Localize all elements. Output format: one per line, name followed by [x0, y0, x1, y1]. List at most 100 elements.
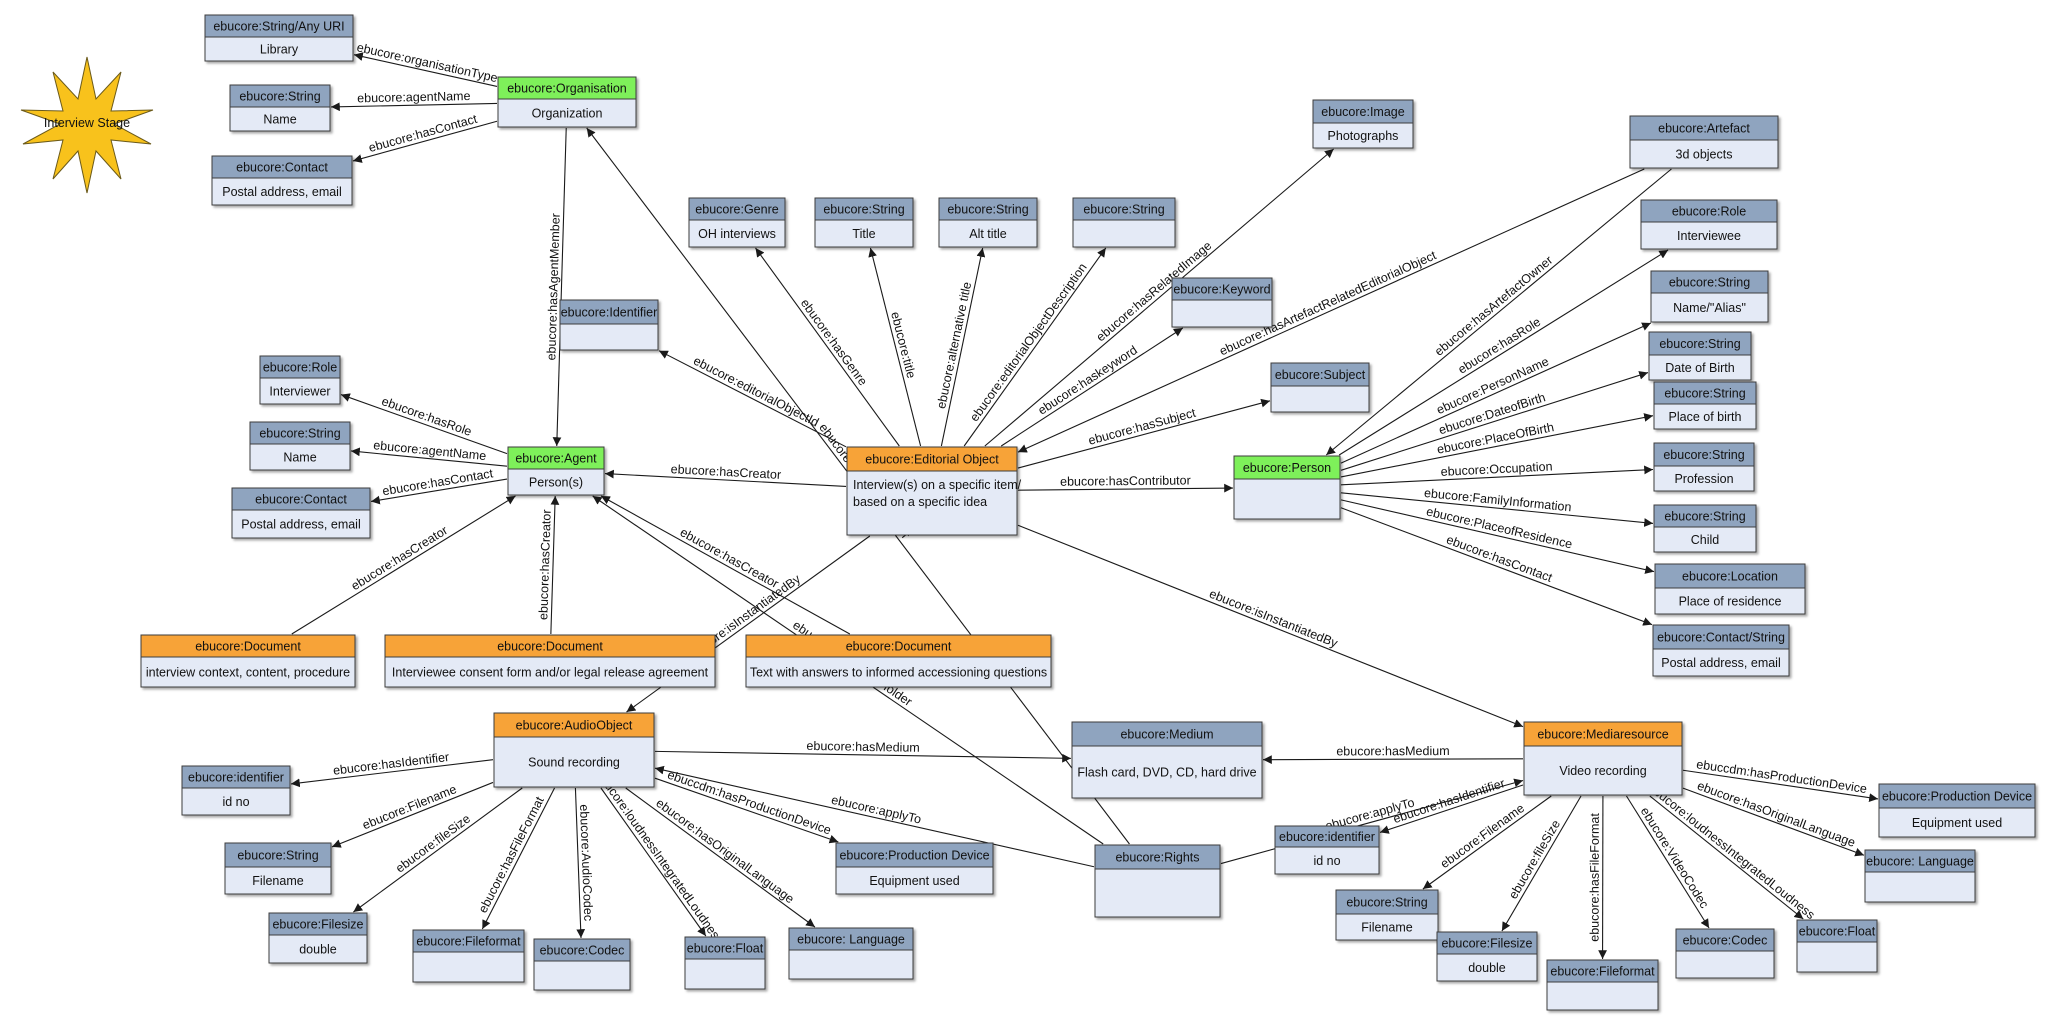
edge-rights-audio [654, 765, 1095, 868]
node-header-box [249, 421, 351, 445]
node-header-box [229, 84, 331, 108]
node-artefact [1629, 115, 1779, 169]
node-agent [507, 446, 605, 496]
node-rights [1094, 844, 1221, 918]
node-mcodec [1675, 928, 1775, 979]
node-header-box [140, 634, 356, 658]
node-header-box [1436, 931, 1538, 955]
node-title: ebucore:String [823, 203, 904, 217]
node-header-box [1335, 889, 1439, 915]
node-title: ebucore:String [259, 427, 340, 441]
node-title: ebucore:Fileformat [416, 935, 521, 949]
node-mlang [1864, 849, 1976, 903]
edge-person-prole [1338, 249, 1669, 456]
node-header-box [1653, 504, 1757, 528]
edge-label: ebucore:title [888, 310, 918, 379]
node-prole [1640, 199, 1778, 250]
node-body-text: Alt title [969, 227, 1007, 241]
node-title: ebucore:String [239, 90, 320, 104]
star-label: Interview Stage [44, 116, 130, 130]
edge-person-pname [1340, 322, 1652, 464]
node-title: ebucore:String [237, 849, 318, 863]
node-title [814, 197, 914, 248]
node-header-box [1652, 624, 1790, 650]
node-title: ebucore:Role [263, 361, 337, 375]
edge-artefact-eo [1017, 168, 1645, 453]
node-title: ebucore:Editorial Object [865, 453, 999, 467]
edge-person-pdob [1340, 371, 1649, 471]
edge-eo-media [1017, 524, 1524, 728]
node-header-box [1270, 362, 1370, 387]
node-title: ebucore:Document [195, 640, 301, 654]
node-body-text: 3d objects [1676, 148, 1733, 162]
node-title: ebucore:Contact/String [1657, 631, 1785, 645]
edge-label: ebucore:fileSize [1506, 818, 1563, 902]
node-header-box [1640, 199, 1778, 223]
node-title: ebucore:Identifier [561, 306, 658, 320]
node-body-text: Flash card, DVD, CD, hard drive [1077, 766, 1256, 780]
edge-media-medium [1262, 755, 1524, 765]
edge-label: ebucore:hasMedium [806, 739, 919, 755]
node-body-text: OH interviews [698, 227, 776, 241]
node-doc2 [384, 634, 716, 688]
node-header-box [1864, 849, 1976, 873]
node-alang [788, 927, 914, 980]
node-header-box [559, 299, 659, 325]
node-header-box [412, 929, 525, 953]
node-title: ebucore:Contact [255, 493, 347, 507]
edge-label: ebucore:applyTo [830, 793, 923, 827]
edge-media-mcodec [1625, 795, 1710, 929]
node-body-text: Filename [252, 874, 303, 888]
edge-label: ebucore:hasMedium [1336, 744, 1449, 758]
node-title: ebucore:Rights [1115, 851, 1199, 865]
edge-doc1-agent [291, 495, 516, 635]
edge-doc3-agent [600, 495, 851, 635]
node-pdob [1648, 331, 1752, 381]
edge-org-libr [353, 52, 498, 87]
edge-label: ebucore:hasCreator [536, 509, 553, 620]
node-title: ebucore:Subject [1275, 368, 1366, 382]
edge-eo-genre [755, 247, 900, 447]
node-title: ebucore:Mediaresource [1537, 728, 1668, 742]
node-title: ebucore:String [947, 203, 1028, 217]
node-title: ebucore:Codec [1683, 934, 1768, 948]
node-header-box [1274, 825, 1380, 848]
node-header-box [493, 712, 655, 738]
edge-agent-agrole [340, 393, 508, 455]
node-pname [1650, 270, 1769, 323]
edge-label: ebucore:hasContributor [1060, 473, 1191, 488]
node-body-text: Interview(s) on a specific item/based on… [853, 478, 1022, 509]
node-header-box [384, 634, 716, 658]
node-title: ebucore:Float [687, 942, 764, 956]
node-title: ebucore:Location [1682, 570, 1778, 584]
node-body-text: Title [852, 227, 875, 241]
edge-label: ebucore:hasGenre [798, 296, 870, 388]
edge-label: ebucore:haskeyword [1035, 343, 1139, 418]
node-pprof [1653, 442, 1755, 492]
node-header-box [224, 842, 332, 868]
node-agname [249, 421, 351, 471]
edge-audio-afloat [600, 787, 707, 937]
edge-eo-title [868, 247, 922, 447]
node-body-text: Place of birth [1669, 410, 1742, 424]
edge-label: ebucore:Filename [360, 782, 458, 832]
node-doc3 [745, 634, 1052, 688]
node-libr [204, 14, 354, 62]
node-title: ebucore:Person [1243, 461, 1331, 475]
edge-label: ebucore:hasCreator [678, 525, 781, 591]
edge-audio-affmt [481, 787, 556, 930]
node-subject [1270, 362, 1370, 413]
node-header-box [497, 76, 637, 100]
node-org [497, 76, 637, 128]
node-header-box [938, 197, 1038, 221]
node-body-text: Person(s) [529, 476, 583, 490]
edge-label: ebucore:hasContact [367, 112, 479, 155]
node-title: ebucore: Language [1866, 855, 1974, 869]
node-body-text: Postal address, email [241, 518, 361, 532]
edge-label: ebucore:hasCreator [670, 462, 781, 482]
node-title: ebucore:Fileformat [1550, 965, 1655, 979]
node-header-box [835, 842, 994, 868]
node-title: ebucore: Language [797, 933, 905, 947]
node-title: ebucore:String [1346, 896, 1427, 910]
edge-audio-medium [654, 750, 1072, 763]
